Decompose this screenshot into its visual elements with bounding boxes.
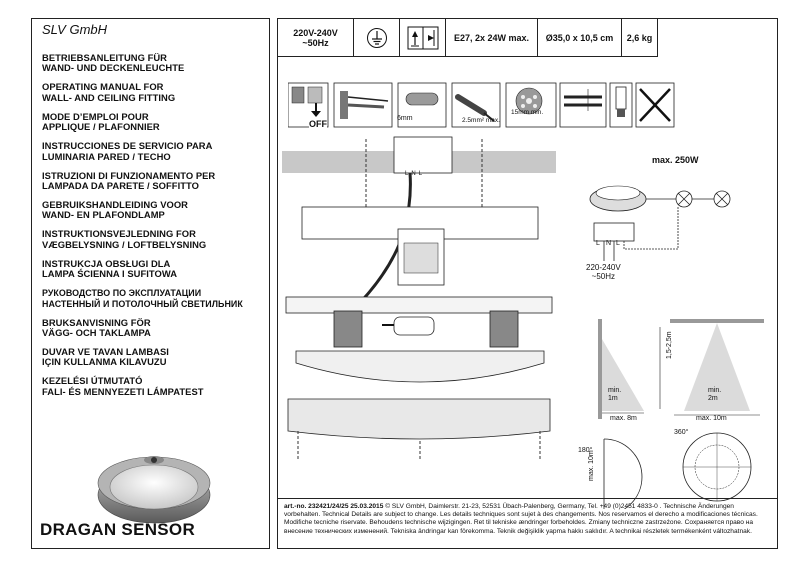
product-name: DRAGAN SENSOR [40,520,196,539]
drill-size-label: 6mm [397,115,413,122]
wire-gauge-label: 2.5mm² max. [462,117,500,124]
spec-lamp: E27, 2x 24W max. [446,19,538,57]
spec-weight: 2,6 kg [622,19,658,57]
legal-footer: art.-no. 232421/24/25 25.03.2015 © SLV G… [278,498,777,548]
strip-length-label: 15mm min. [511,109,544,116]
step-screwdriver [451,82,501,128]
ceiling-max-label: max. 10m [696,415,727,422]
radius-label: max. 10m [588,450,595,481]
step-dowel [397,82,447,128]
ceiling-min-label: min.2m [708,387,722,402]
off-label: OFF [309,119,327,129]
mounting-diagram [282,136,556,461]
article-number: art.-no. 232421/24/25 [284,503,349,510]
wall-max-label: max. 8m [610,415,637,422]
sensor-range-diagram [598,319,764,509]
step-wire-gauge [505,82,557,128]
terminal-label-2: L [616,240,620,247]
angle-ceiling-label: 360° [674,429,689,436]
legal-text: © SLV GmbH, Daimlerstr. 21-23, 52531 Üba… [284,503,758,535]
angle-wall-label: 180° [578,447,593,454]
product-photo [97,456,211,524]
release-date: 25.03.2015 [350,503,384,510]
max-power-label: max. 250W [652,155,699,165]
spec-mounting-icon [400,19,446,57]
wiring-diagram [589,185,731,261]
brand-name: SLV GmbH [42,22,108,37]
spec-header: 220V-240V~50Hz E27, 2x 24W max. [278,19,658,57]
wall-min-label: min.1m [608,387,622,402]
ground-symbol-icon [366,27,387,48]
mounting-terminal-labels: LNL [405,171,426,177]
step-no-contact [635,82,675,128]
wall-height-label: 1,5-2,5m [666,331,673,359]
step-bulb [609,82,633,128]
terminal-label-1: N [606,240,612,247]
terminal-label-0: L [596,240,600,247]
spec-dimensions: Ø35,0 x 10,5 cm [538,19,622,57]
instructions-panel: 220V-240V~50Hz E27, 2x 24W max. [277,18,778,549]
supply-voltage: 220-240V ~50Hz [586,263,621,281]
spec-voltage: 220V-240V~50Hz [278,19,354,57]
spec-ground-icon [354,19,400,57]
step-strip-length [559,82,607,128]
wall-ceiling-mount-icon [407,26,438,49]
installation-steps [288,82,675,128]
step-drill [333,82,393,128]
